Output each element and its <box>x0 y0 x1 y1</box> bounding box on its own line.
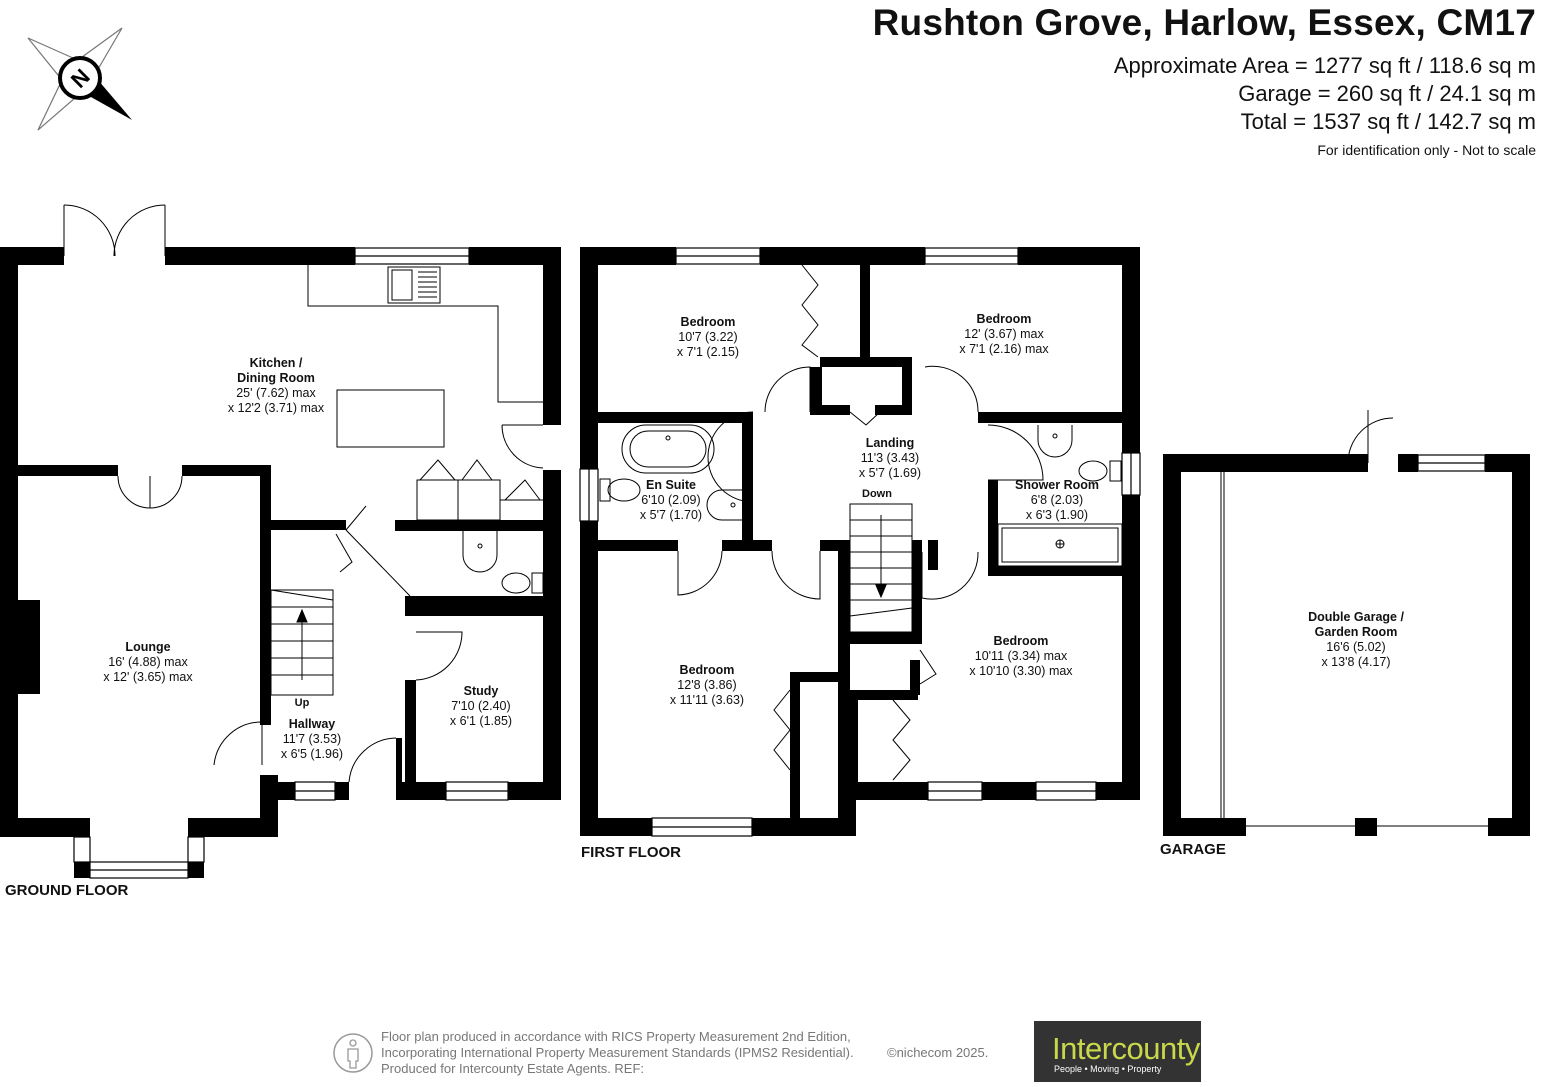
room-hallway: Hallway 11'7 (3.53) x 6'5 (1.96) <box>281 717 343 762</box>
room-dimension: x 6'3 (1.90) <box>1025 508 1089 522</box>
footer-line: Floor plan produced in accordance with R… <box>381 1029 851 1044</box>
room-kitchen-dining: Kitchen / Dining Room 25' (7.62) max x 1… <box>228 356 324 416</box>
room-name: Shower Room <box>1014 478 1100 492</box>
room-name: Hallway <box>288 717 336 731</box>
room-bedroom-1: Bedroom 10'7 (3.22) x 7'1 (2.15) <box>677 315 739 360</box>
compass-icon: N <box>27 27 132 131</box>
footer-line: Incorporating International Property Mea… <box>381 1045 854 1060</box>
room-dimension: 12' (3.67) max <box>964 327 1044 341</box>
room-dimension: 6'8 (2.03) <box>1030 493 1084 507</box>
room-dimension: 16' (4.88) max <box>108 655 188 669</box>
room-dimension: 6'10 (2.09) <box>641 493 701 507</box>
room-bedroom-3: Bedroom 12'8 (3.86) x 11'11 (3.63) <box>670 663 744 708</box>
room-en-suite: En Suite 6'10 (2.09) x 5'7 (1.70) <box>640 478 702 523</box>
stairs-down-label: Down <box>862 488 892 500</box>
approximate-area: Approximate Area = 1277 sq ft / 118.6 sq… <box>1113 53 1536 78</box>
room-name: Garden Room <box>1314 625 1398 639</box>
room-name: Lounge <box>125 640 171 654</box>
room-dimension: x 7'1 (2.16) max <box>959 342 1049 356</box>
room-dimension: 10'11 (3.34) max <box>974 649 1068 663</box>
room-name: Bedroom <box>679 663 735 677</box>
room-dimension: 11'7 (3.53) <box>282 732 342 746</box>
room-dimension: 7'10 (2.40) <box>451 699 511 713</box>
room-double-garage: Double Garage / Garden Room 16'6 (5.02) … <box>1308 610 1404 670</box>
room-dimension: x 13'8 (4.17) <box>1321 655 1391 669</box>
footer-line: Produced for Intercounty Estate Agents. … <box>381 1061 645 1076</box>
room-dimension: 12'8 (3.86) <box>677 678 737 692</box>
room-dimension: x 6'1 (1.85) <box>449 714 513 728</box>
room-name: Bedroom <box>976 312 1032 326</box>
room-name: En Suite <box>645 478 697 492</box>
ground-floor-label: GROUND FLOOR <box>5 882 129 899</box>
first-floor-windows <box>579 247 1141 837</box>
copyright-text: ©nichecom 2025. <box>887 1045 989 1060</box>
room-dimension: x 10'10 (3.30) max <box>969 664 1073 678</box>
rics-person-icon <box>333 1033 373 1073</box>
room-dimension: x 5'7 (1.69) <box>858 466 922 480</box>
first-floor-walls <box>580 247 1140 836</box>
room-study: Study 7'10 (2.40) x 6'1 (1.85) <box>450 684 512 729</box>
room-bedroom-4: Bedroom 10'11 (3.34) max x 10'10 (3.30) … <box>969 634 1072 679</box>
room-dimension: 25' (7.62) max <box>236 386 316 400</box>
first-floor-fittings <box>599 264 1123 781</box>
room-name: Landing <box>865 436 915 450</box>
footer-disclaimer: Floor plan produced in accordance with R… <box>381 1029 854 1077</box>
total-area: Total = 1537 sq ft / 142.7 sq m <box>1240 109 1536 134</box>
room-dimension: x 12'2 (3.71) max <box>227 401 325 415</box>
garage-walls <box>1163 454 1530 836</box>
garage-fittings <box>1220 410 1488 827</box>
first-floor-label: FIRST FLOOR <box>581 844 681 861</box>
room-dimension: 11'3 (3.43) <box>860 451 920 465</box>
room-name: Study <box>463 684 499 698</box>
ground-floor-windows <box>73 247 509 879</box>
room-name: Double Garage / <box>1308 610 1404 624</box>
logo-name: Intercounty <box>1052 1031 1200 1066</box>
room-lounge: Lounge 16' (4.88) max x 12' (3.65) max <box>103 640 192 685</box>
room-bedroom-2: Bedroom 12' (3.67) max x 7'1 (2.16) max <box>959 312 1048 357</box>
property-title: Rushton Grove, Harlow, Essex, CM17 <box>872 2 1536 43</box>
room-dimension: x 12' (3.65) max <box>103 670 193 684</box>
logo-tagline: People • Moving • Property <box>1054 1064 1162 1074</box>
ground-floor-walls <box>0 247 561 878</box>
scale-note: For identification only - Not to scale <box>1317 142 1536 158</box>
room-dimension: 10'7 (3.22) <box>678 330 738 344</box>
room-dimension: x 11'11 (3.63) <box>669 693 745 707</box>
room-name: Dining Room <box>237 371 315 385</box>
room-name: Bedroom <box>993 634 1049 648</box>
room-name: Bedroom <box>680 315 736 329</box>
room-landing: Landing 11'3 (3.43) x 5'7 (1.69) <box>859 436 921 481</box>
intercounty-logo: Intercounty People • Moving • Property <box>1034 1021 1201 1082</box>
ground-floor-fittings <box>63 204 544 783</box>
room-shower-room: Shower Room 6'8 (2.03) x 6'3 (1.90) <box>1015 478 1099 523</box>
stairs-up-label: Up <box>294 697 310 709</box>
room-name: Kitchen / <box>249 356 303 370</box>
garage-area: Garage = 260 sq ft / 24.1 sq m <box>1238 81 1536 106</box>
room-dimension: 16'6 (5.02) <box>1326 640 1386 654</box>
room-dimension: x 5'7 (1.70) <box>639 508 703 522</box>
garage-floor-label: GARAGE <box>1160 841 1226 858</box>
room-dimension: x 6'5 (1.96) <box>280 747 344 761</box>
room-dimension: x 7'1 (2.15) <box>676 345 740 359</box>
